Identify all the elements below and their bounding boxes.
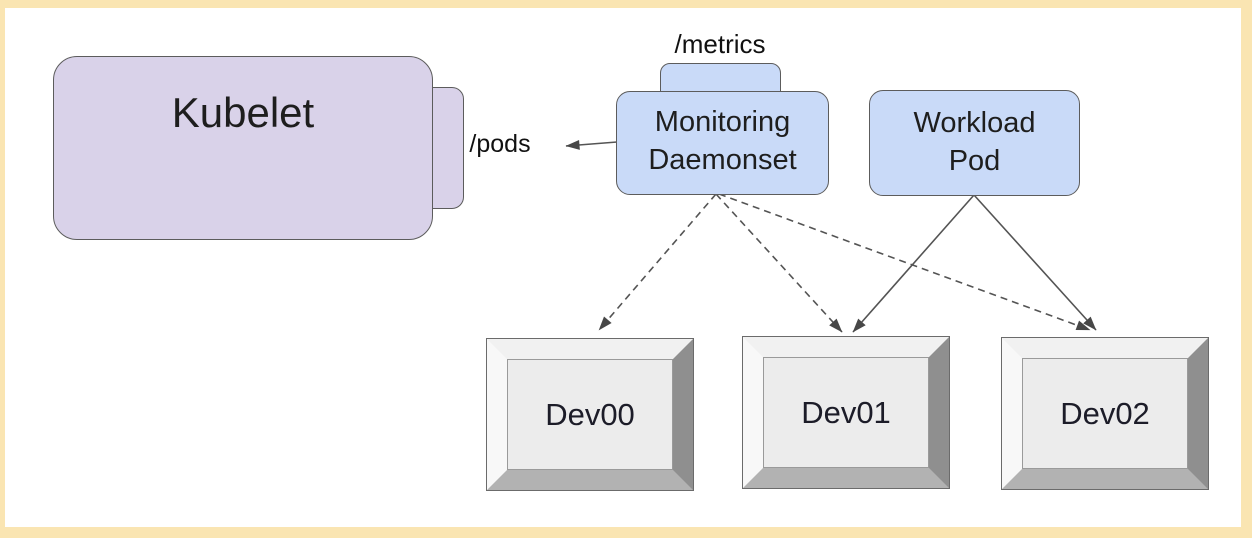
kubelet-label: Kubelet [171, 89, 315, 136]
workload-label-line1: Workload [913, 107, 1036, 139]
device-dev02-bevel: Dev02 [1002, 338, 1208, 489]
device-dev00-label: Dev00 [545, 396, 635, 432]
edge-monitoring-to-dev02 [718, 193, 1091, 331]
monitoring-label-line2: Daemonset [648, 144, 797, 176]
kubelet-node: Kubelet [53, 56, 433, 240]
device-dev01-face: Dev01 [763, 357, 929, 468]
edge-monitoring-to-pods-endpoint [565, 139, 618, 150]
edge-monitoring-to-dev00 [598, 193, 717, 331]
device-dev00-bevel: Dev00 [487, 339, 693, 490]
device-dev01: Dev01 [742, 336, 950, 489]
metrics-endpoint-label: /metrics [674, 29, 766, 59]
device-dev01-label: Dev01 [801, 394, 891, 430]
device-dev02-label: Dev02 [1060, 395, 1150, 431]
monitoring-label-line1: Monitoring [654, 106, 791, 138]
device-dev02: Dev02 [1001, 337, 1209, 490]
workload-label-line2: Pod [948, 145, 1001, 177]
device-dev00: Dev00 [486, 338, 694, 491]
edge-workload-to-dev02 [973, 194, 1097, 331]
pods-endpoint-label: /pods [469, 130, 531, 158]
device-dev00-face: Dev00 [507, 359, 673, 470]
device-dev01-bevel: Dev01 [743, 337, 949, 488]
edge-monitoring-to-dev01 [715, 193, 843, 333]
device-dev02-face: Dev02 [1022, 358, 1188, 469]
edge-workload-to-dev01 [852, 194, 975, 333]
